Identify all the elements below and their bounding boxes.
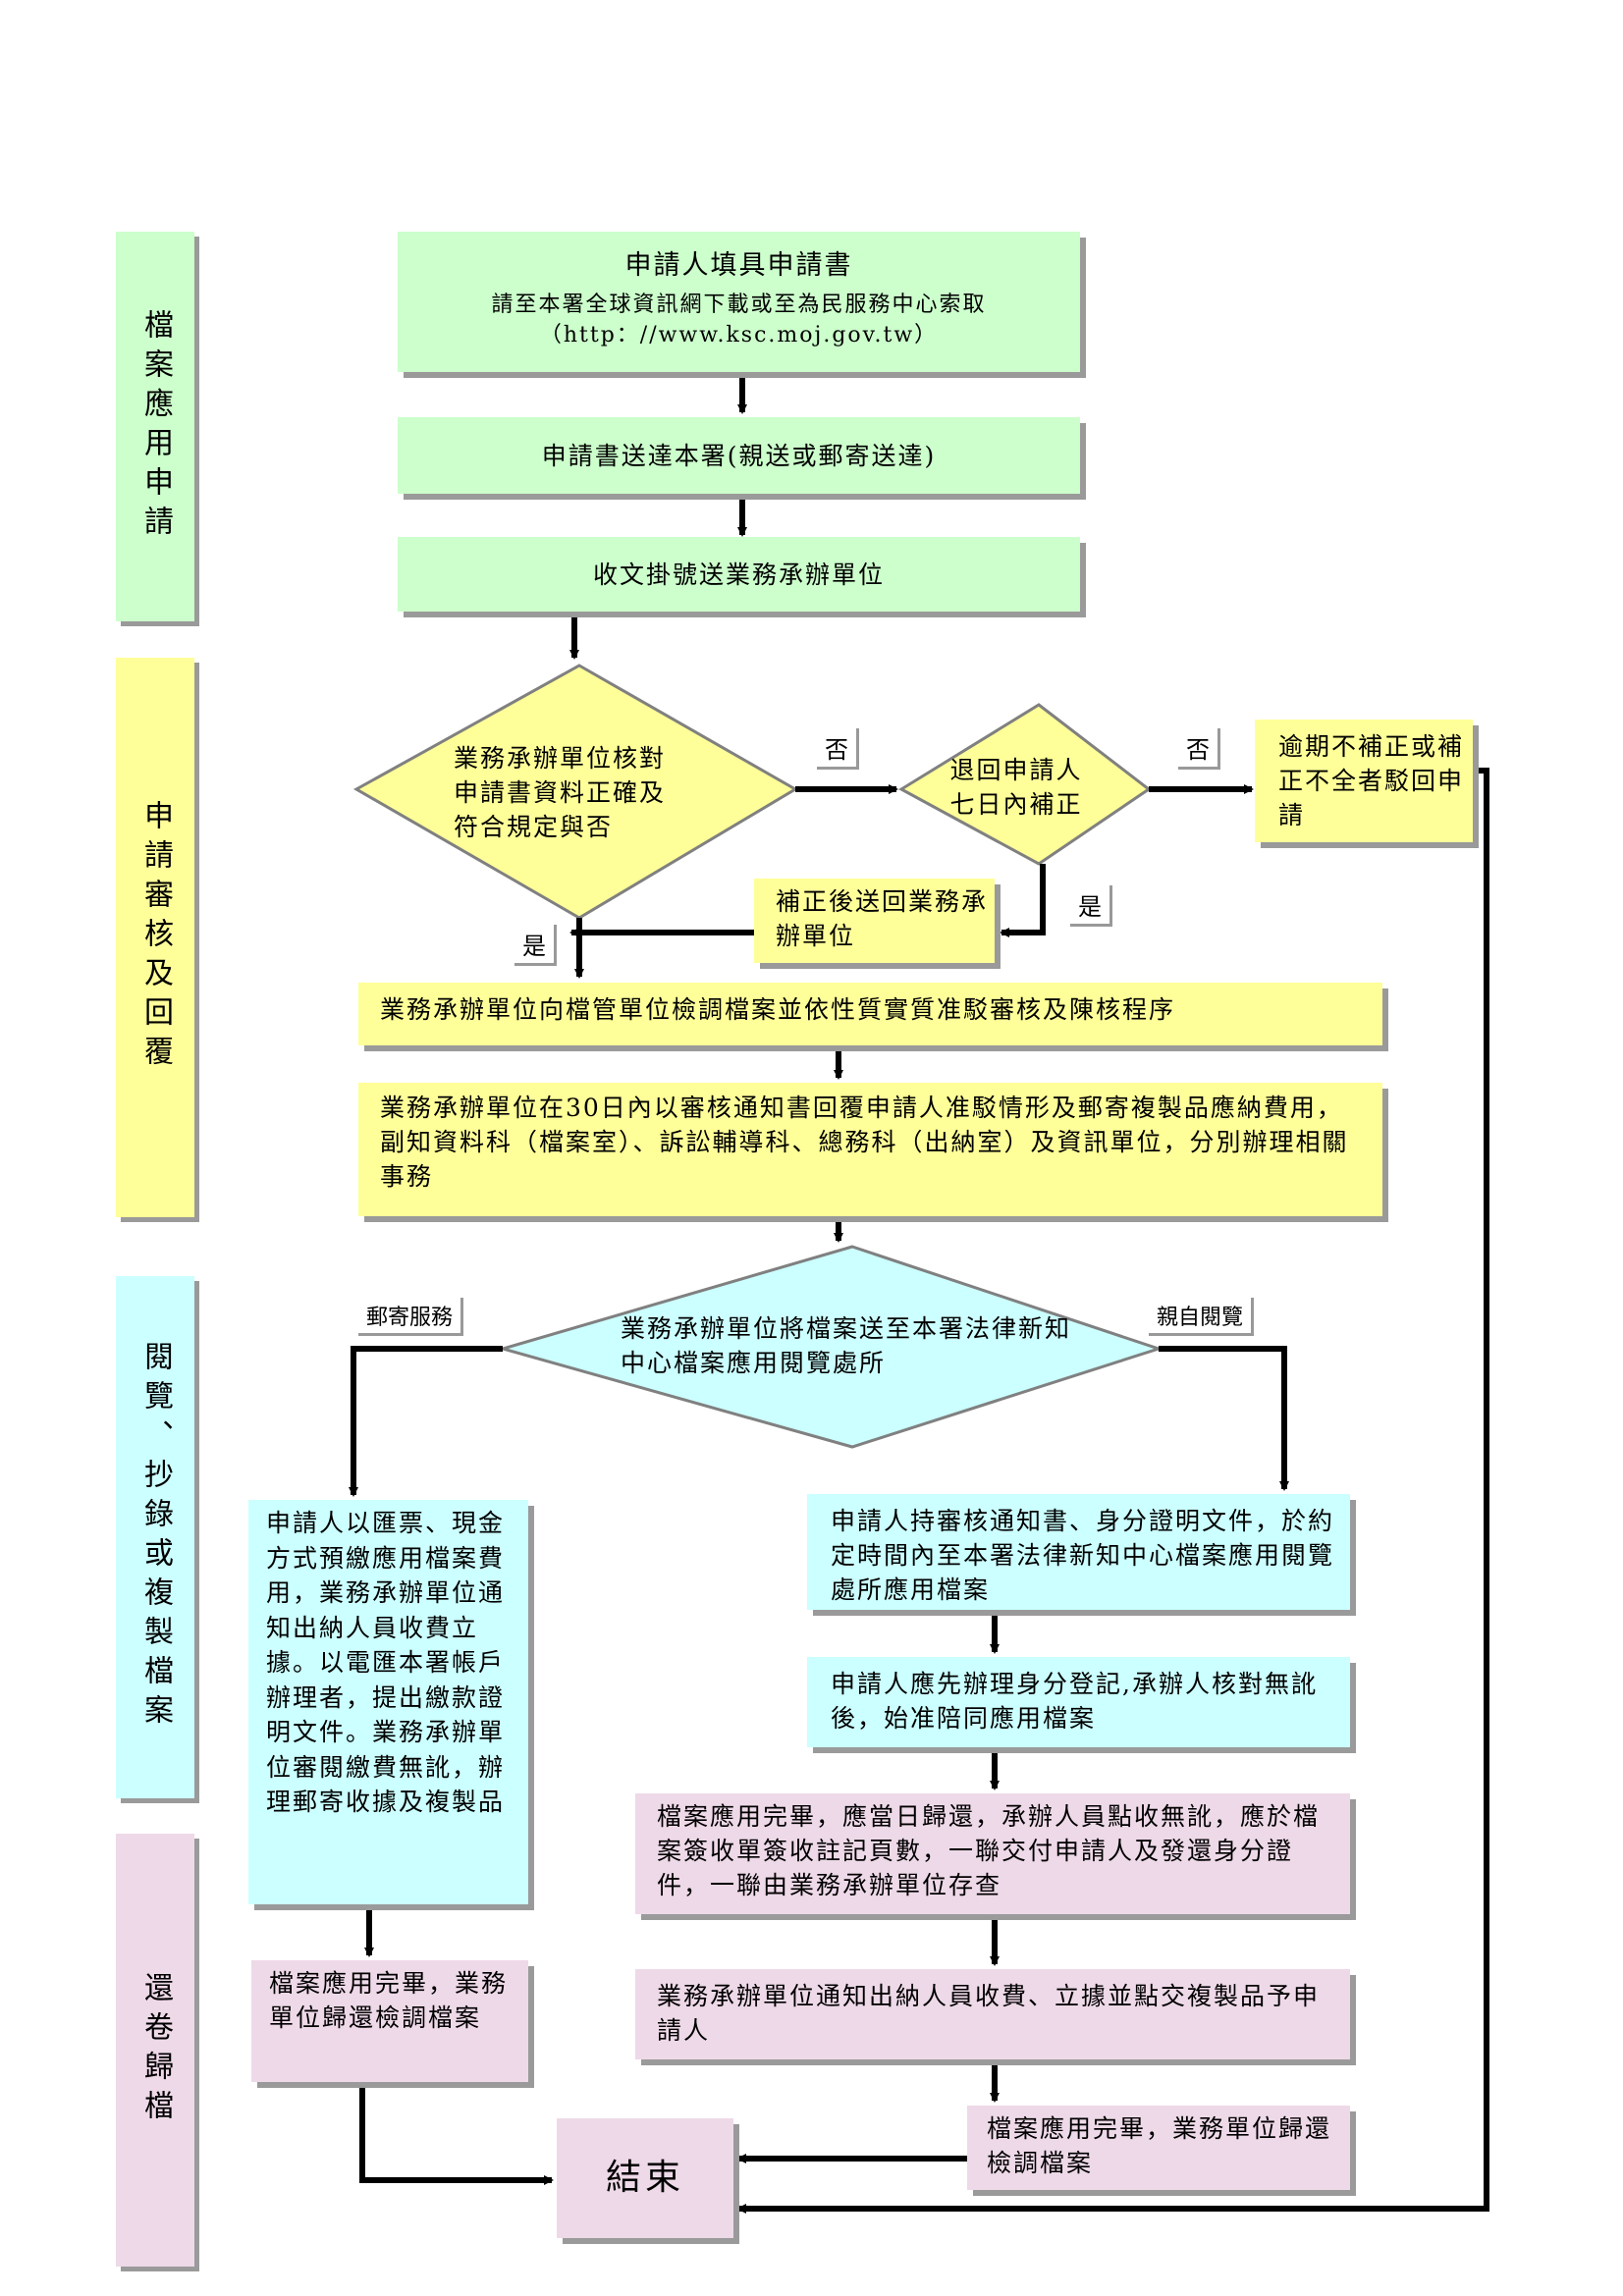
step-mail-return-text: 檔案應用完畢，業務單位歸還檢調檔案 bbox=[269, 1969, 509, 2032]
step-notify-reply-text: 業務承辦單位在30日內以審核通知書回覆申請人准駁情形及郵寄複製品應納費用，副知資… bbox=[380, 1094, 1349, 1191]
step-fill-form-title: 申請人填具申請書 bbox=[624, 250, 853, 281]
lane-read: 閱覽、抄錄或複製檔案 bbox=[116, 1276, 194, 1798]
decision-diamond-reading bbox=[497, 1245, 1163, 1449]
step-visit-bring-docs: 申請人持審核通知書、身分證明文件，於約定時間內至本署法律新知中心檔案應用閱覽處所… bbox=[807, 1494, 1350, 1610]
step-fill-form-line2: （http：//www.ksc.moj.gov.tw） bbox=[539, 322, 939, 347]
step-mail-payment-text: 申請人以匯票、現金方式預繳應用檔案費用，業務承辦單位通知出納人員收費立據。以電匯… bbox=[266, 1509, 506, 1816]
step-identity-register: 申請人應先辦理身分登記,承辦人核對無訛後，始准陪同應用檔案 bbox=[807, 1657, 1350, 1747]
step-visit-bring-docs-text: 申請人持審核通知書、身分證明文件，於約定時間內至本署法律新知中心檔案應用閱覽處所… bbox=[831, 1507, 1335, 1604]
step-send-form-text: 申請書送達本署(親送或郵寄送達) bbox=[541, 441, 937, 470]
step-visit-return-text: 檔案應用完畢，業務單位歸還檢調檔案 bbox=[987, 2114, 1332, 2177]
edge-label-no-1: 否 bbox=[817, 728, 859, 770]
arrow-reading-mail bbox=[349, 1346, 503, 1497]
step-end-text: 結束 bbox=[605, 2157, 684, 2198]
decision-diamond-return bbox=[898, 703, 1152, 866]
decision-return-text: 退回申請人七日內補正 bbox=[949, 756, 1083, 819]
step-mail-return: 檔案應用完畢，業務單位歸還檢調檔案 bbox=[251, 1960, 528, 2082]
edge-label-no-2: 否 bbox=[1178, 728, 1220, 770]
decision-reading-text: 業務承辦單位將檔案送至本署法律新知中心檔案應用閱覽處所 bbox=[621, 1314, 1072, 1377]
step-collect-fee: 業務承辦單位通知出納人員收費、立據並點交複製品予申請人 bbox=[635, 1969, 1350, 2059]
edge-label-yes-2: 是 bbox=[514, 925, 557, 966]
step-identity-register-text: 申請人應先辦理身分登記,承辦人核對無訛後，始准陪同應用檔案 bbox=[831, 1670, 1318, 1733]
step-resubmit: 補正後送回業務承辦單位 bbox=[754, 879, 995, 963]
edge-label-in-person: 親自閱覽 bbox=[1149, 1298, 1255, 1336]
lane-return: 還卷歸檔 bbox=[116, 1834, 194, 2267]
step-return-same-day: 檔案應用完畢，應當日歸還，承辦人員點收無訛，應於檔案簽收單簽收註記頁數，一聯交付… bbox=[635, 1793, 1350, 1914]
lane-apply-label: 檔案應用申請 bbox=[138, 308, 173, 545]
edge-label-yes-1: 是 bbox=[1070, 885, 1112, 927]
step-retrieve-review-text: 業務承辦單位向檔管單位檢調檔案並依性質實質准駁審核及陳核程序 bbox=[380, 995, 1176, 1024]
step-end: 結束 bbox=[557, 2118, 733, 2238]
step-visit-return: 檔案應用完畢，業務單位歸還檢調檔案 bbox=[967, 2106, 1350, 2190]
step-register-text: 收文掛號送業務承辦單位 bbox=[592, 560, 885, 589]
step-send-form: 申請書送達本署(親送或郵寄送達) bbox=[398, 417, 1080, 494]
arrow-return-yes bbox=[1000, 864, 1046, 937]
lane-read-label: 閱覽、抄錄或複製檔案 bbox=[138, 1341, 173, 1734]
decision-check-text: 業務承辦單位核對申請書資料正確及符合規定與否 bbox=[454, 744, 667, 841]
arrow-reading-visit bbox=[1159, 1346, 1289, 1491]
step-register: 收文掛號送業務承辦單位 bbox=[398, 537, 1080, 612]
step-overdue-reject: 逾期不補正或補正不全者駁回申請 bbox=[1255, 720, 1473, 842]
step-resubmit-text: 補正後送回業務承辦單位 bbox=[776, 887, 989, 950]
lane-apply: 檔案應用申請 bbox=[116, 232, 194, 621]
step-collect-fee-text: 業務承辦單位通知出納人員收費、立據並點交複製品予申請人 bbox=[657, 1982, 1321, 2045]
lane-return-label: 還卷歸檔 bbox=[138, 1971, 173, 2129]
lane-review-label: 申請審核及回覆 bbox=[138, 800, 173, 1075]
arrow-mail-return-to-end bbox=[359, 2082, 554, 2185]
step-return-same-day-text: 檔案應用完畢，應當日歸還，承辦人員點收無訛，應於檔案簽收單簽收註記頁數，一聯交付… bbox=[657, 1802, 1321, 1899]
arrow-register-to-check bbox=[569, 608, 742, 660]
step-notify-reply: 業務承辦單位在30日內以審核通知書回覆申請人准駁情形及郵寄複製品應納費用，副知資… bbox=[358, 1083, 1382, 1216]
step-fill-form: 申請人填具申請書 請至本署全球資訊網下載或至為民服務中心索取 （http：//w… bbox=[398, 232, 1080, 372]
step-fill-form-line1: 請至本署全球資訊網下載或至為民服務中心索取 bbox=[491, 292, 987, 317]
step-overdue-reject-text: 逾期不補正或補正不全者駁回申請 bbox=[1278, 732, 1465, 829]
arrow-overdue-to-end bbox=[736, 768, 1489, 2214]
step-retrieve-review: 業務承辦單位向檔管單位檢調檔案並依性質實質准駁審核及陳核程序 bbox=[358, 983, 1382, 1045]
lane-review: 申請審核及回覆 bbox=[116, 658, 194, 1217]
edge-label-mail-service: 郵寄服務 bbox=[358, 1298, 464, 1336]
step-mail-payment: 申請人以匯票、現金方式預繳應用檔案費用，業務承辦單位通知出納人員收費立據。以電匯… bbox=[248, 1500, 528, 1904]
